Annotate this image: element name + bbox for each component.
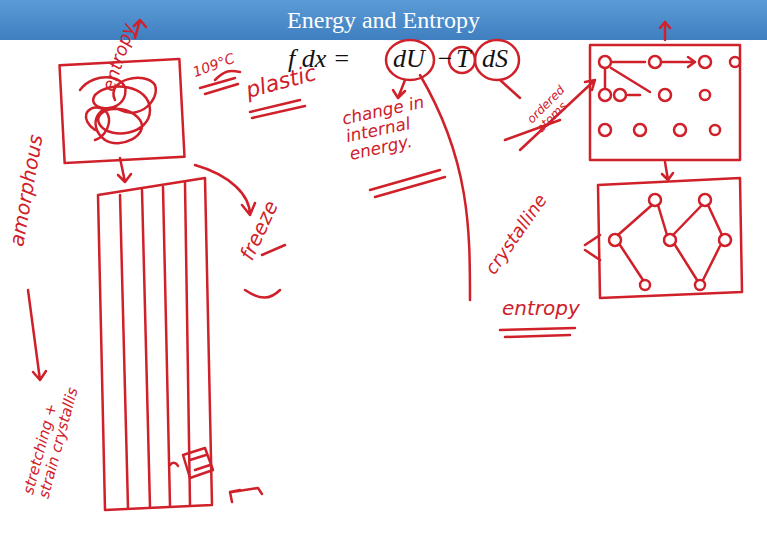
handwritten-note: entropy: [502, 298, 580, 319]
slide-title: Energy and Entropy: [0, 0, 767, 40]
equation-term: dU: [393, 44, 425, 74]
handwritten-note: change in internal energy.: [341, 90, 450, 163]
equation-term: T: [456, 44, 470, 74]
equation-term: −: [436, 44, 454, 74]
handwritten-note: crystalline: [482, 191, 551, 278]
handwritten-note: amorphous: [6, 133, 46, 248]
handwritten-note: ordered atoms: [525, 74, 585, 134]
handwritten-note: stretching + strain crystallis: [21, 371, 84, 500]
equation-term: dS: [482, 44, 508, 74]
handwritten-note: 109°C: [191, 51, 237, 80]
handwritten-note: plastic: [243, 61, 318, 102]
